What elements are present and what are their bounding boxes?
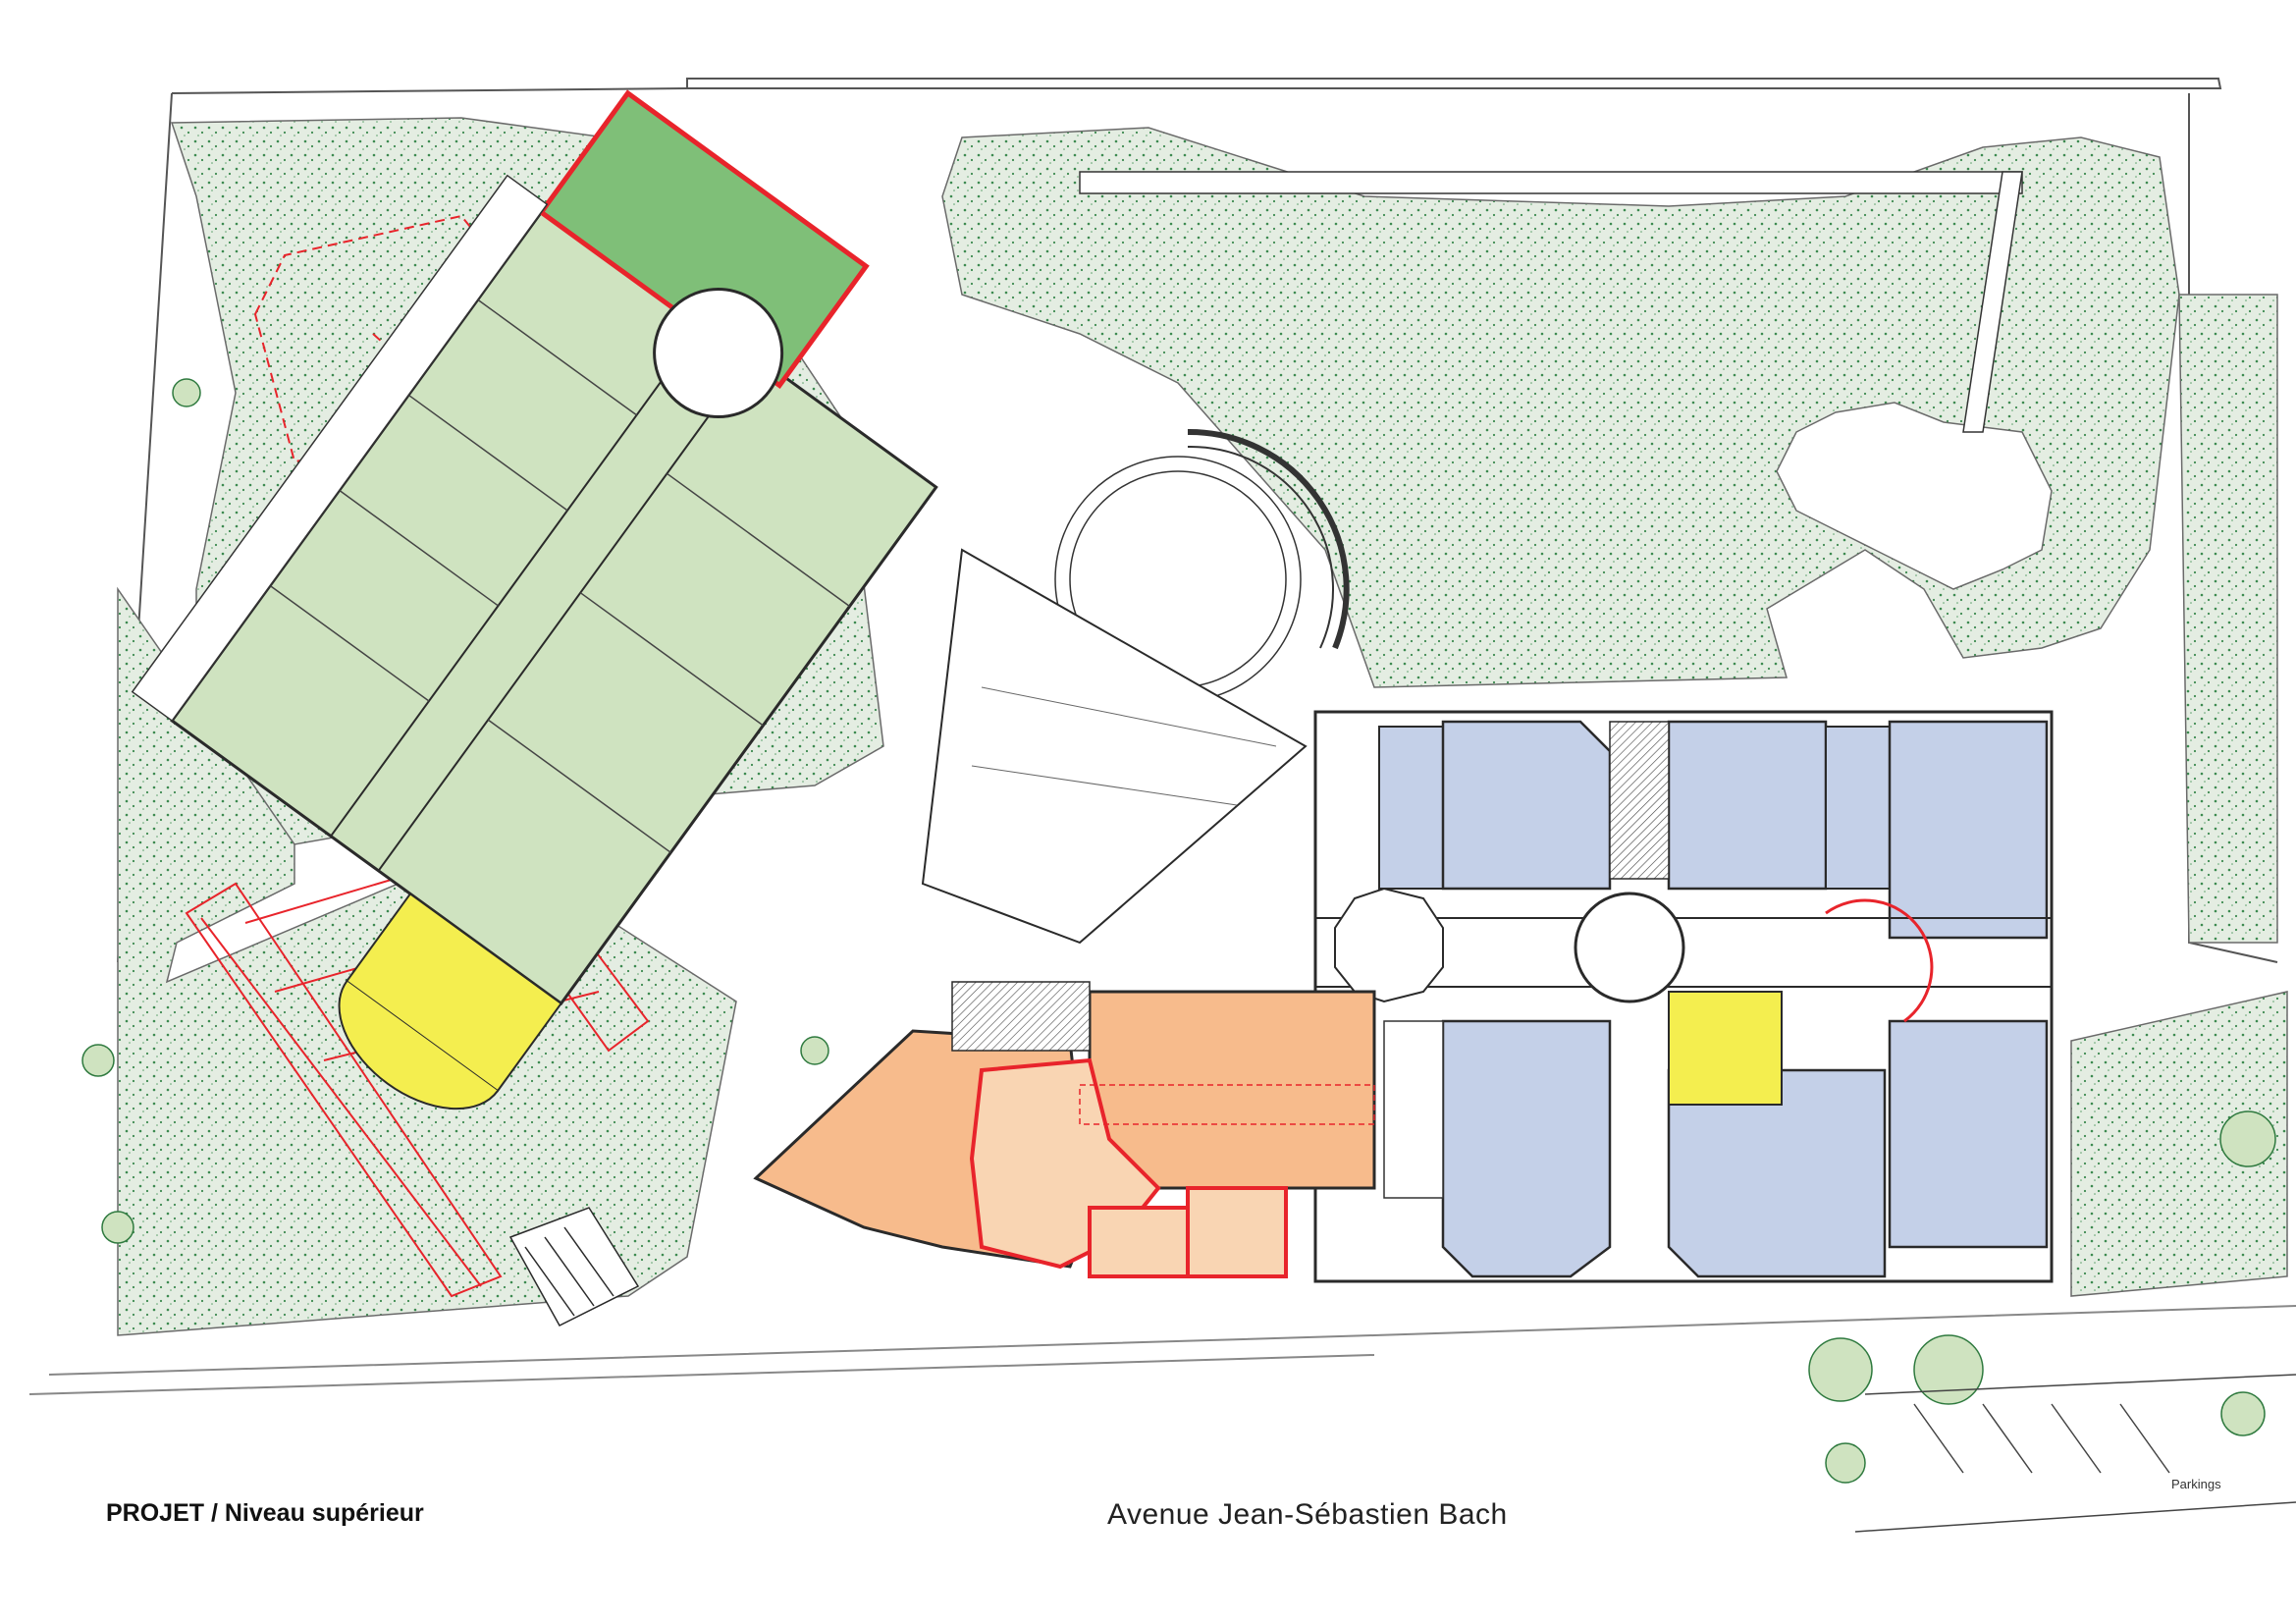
garden-north xyxy=(941,127,2180,688)
garden-southeast xyxy=(2070,991,2288,1297)
corridor-central xyxy=(921,548,1308,945)
covered-walkway xyxy=(1079,171,2023,433)
parking-bays xyxy=(1854,1374,2296,1533)
garden-east xyxy=(2178,294,2278,944)
wing-northwest xyxy=(131,89,938,1110)
trees xyxy=(81,378,2276,1484)
plan-level-title: PROJET / Niveau supérieur xyxy=(106,1499,424,1527)
wing-southwest xyxy=(753,981,1376,1278)
street-name-label: Avenue Jean-Sébastien Bach xyxy=(1107,1498,1508,1531)
stairs-southwest xyxy=(508,1207,640,1326)
parkings-label: Parkings xyxy=(2171,1477,2221,1491)
wing-south xyxy=(1313,710,2054,1283)
